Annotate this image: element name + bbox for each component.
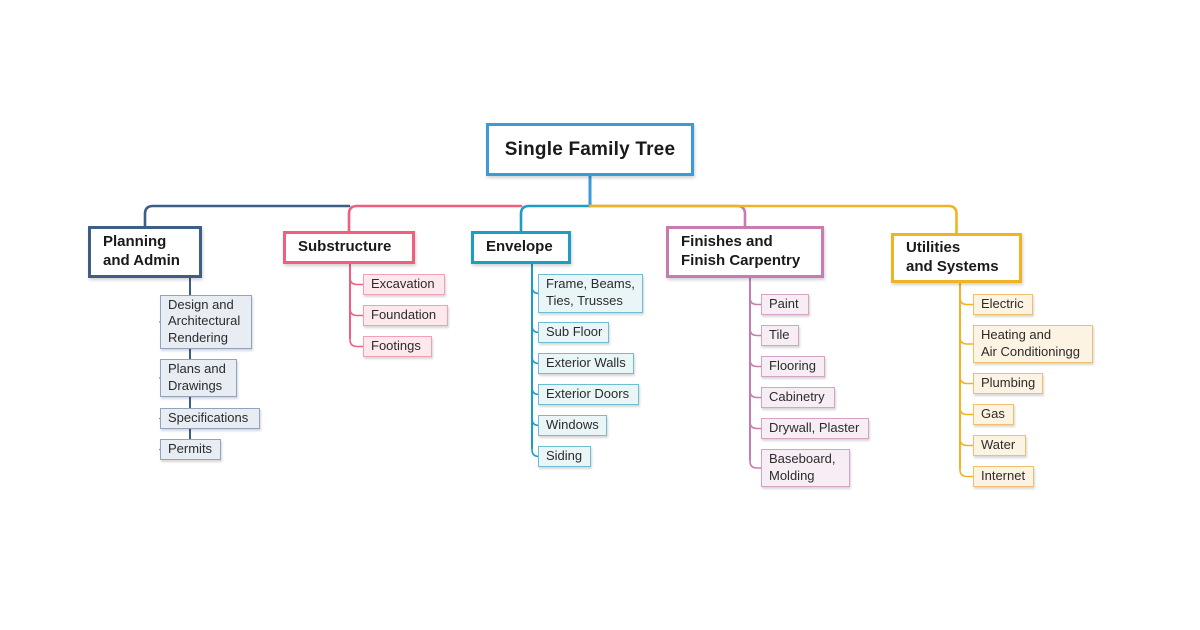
root-node[interactable]: Single Family Tree: [486, 123, 694, 176]
root-node-label: Single Family Tree: [504, 138, 676, 160]
leaf-node[interactable]: Footings: [363, 336, 432, 357]
leaf-node-label-line: Architectural: [168, 313, 241, 329]
leaf-connector-utilities-1: [959, 336, 974, 345]
leaf-node-label-line: Excavation: [371, 275, 435, 291]
leaf-node[interactable]: Internet: [973, 466, 1034, 487]
leaf-node-label-line: Ties, Trusses: [546, 293, 623, 308]
leaf-node[interactable]: Plumbing: [973, 373, 1043, 394]
leaf-connector-finishes-0: [749, 296, 762, 306]
leaf-node-label-line: Electric: [981, 295, 1024, 311]
leaf-connector-utilities-2: [959, 375, 974, 385]
leaf-node-label-line: Air Conditioningg: [981, 343, 1081, 359]
leaf-node-label-line: Footings: [371, 337, 421, 353]
leaf-node-label-line: Cabinetry: [769, 388, 825, 404]
leaf-node[interactable]: Drywall, Plaster: [761, 418, 869, 439]
leaf-node-label-line: Rendering: [168, 329, 228, 345]
leaf-node-label-line: Frame, Beams,: [546, 276, 635, 292]
leaf-node[interactable]: Baseboard,Molding: [761, 449, 850, 487]
leaf-node-label-line: Flooring: [769, 357, 816, 373]
leaf-node-label-line: Exterior Walls: [546, 354, 626, 370]
leaf-node-label-line: Paint: [769, 295, 799, 311]
leaf-node-label-line: Drawings: [168, 377, 223, 393]
leaf-node[interactable]: Frame, Beams,Ties, Trusses: [538, 274, 643, 313]
branch-connector-utilities: [588, 204, 958, 235]
leaf-connector-utilities-0: [959, 296, 974, 306]
leaf-connector-finishes-4: [749, 420, 762, 430]
leaf-connector-utilities-3: [959, 406, 974, 416]
leaf-node[interactable]: Electric: [973, 294, 1033, 315]
leaf-connector-utilities-5: [959, 468, 974, 478]
branch-node-label-line: Finish Carpentry: [681, 252, 801, 269]
leaf-node[interactable]: Cabinetry: [761, 387, 835, 408]
leaf-node-label-line: Windows: [546, 416, 599, 432]
leaf-node[interactable]: Gas: [973, 404, 1014, 425]
leaf-node-label-line: Design and: [168, 296, 234, 312]
leaf-node-label-line: Internet: [981, 467, 1026, 483]
leaf-node[interactable]: Exterior Doors: [538, 384, 639, 405]
leaf-node[interactable]: Permits: [160, 439, 221, 460]
leaf-node[interactable]: Excavation: [363, 274, 445, 295]
leaf-node[interactable]: Sub Floor: [538, 322, 609, 343]
branch-connector-planning: [143, 204, 351, 228]
leaf-node[interactable]: Paint: [761, 294, 809, 315]
branch-node-label-line: Substructure: [298, 238, 392, 256]
leaf-connector-utilities-4: [959, 437, 974, 447]
leaf-connector-substructure-2: [349, 338, 364, 348]
leaf-node-label-line: Drywall, Plaster: [769, 419, 860, 435]
leaf-node[interactable]: Exterior Walls: [538, 353, 634, 374]
branch-node-label-line: Planning: [103, 233, 167, 251]
leaf-connector-finishes-5: [749, 460, 762, 469]
leaf-node[interactable]: Flooring: [761, 356, 825, 377]
branch-connector-envelope: [519, 204, 592, 233]
leaf-node-label-line: Permits: [168, 440, 213, 456]
branch-node-label-line: and Admin: [103, 252, 180, 269]
branch-node-label-line: and Systems: [906, 258, 999, 275]
branch-node-envelope[interactable]: Envelope: [471, 231, 571, 264]
branch-node-substructure[interactable]: Substructure: [283, 231, 415, 264]
leaf-node-label-line: Plumbing: [981, 374, 1036, 390]
leaf-node-label-line: Plans and: [168, 360, 226, 376]
leaf-node-label-line: Sub Floor: [546, 323, 603, 339]
leaf-node-label-line: Heating and: [981, 326, 1052, 342]
leaf-node[interactable]: Tile: [761, 325, 799, 346]
leaf-connector-substructure-1: [349, 307, 364, 317]
branch-node-label-line: Envelope: [486, 238, 553, 256]
leaf-node-label-line: Siding: [546, 447, 583, 463]
leaf-connector-finishes-1: [749, 327, 762, 337]
leaf-node[interactable]: Siding: [538, 446, 591, 467]
leaf-node[interactable]: Specifications: [160, 408, 260, 429]
leaf-node-label-line: Gas: [981, 405, 1005, 421]
leaf-node-label-line: Specifications: [168, 409, 249, 425]
leaf-connector-finishes-2: [749, 358, 762, 368]
branch-connector-finishes: [588, 204, 747, 228]
leaf-node-label-line: Molding: [769, 467, 815, 483]
leaf-node-label-line: Water: [981, 436, 1016, 452]
leaf-node-label-line: Tile: [769, 326, 790, 342]
leaf-connector-substructure-0: [349, 276, 364, 286]
leaf-node-label-line: Exterior Doors: [546, 385, 630, 401]
leaf-node[interactable]: Windows: [538, 415, 607, 436]
branch-connector-substructure: [347, 204, 523, 233]
leaf-node-label-line: Baseboard,: [769, 450, 836, 466]
leaf-connector-finishes-3: [749, 389, 762, 399]
leaf-node-label-line: Foundation: [371, 306, 437, 322]
leaf-node[interactable]: Foundation: [363, 305, 448, 326]
leaf-node[interactable]: Water: [973, 435, 1026, 456]
branch-node-label-line: Utilities: [906, 239, 961, 257]
branch-node-label-line: Finishes and: [681, 233, 773, 251]
